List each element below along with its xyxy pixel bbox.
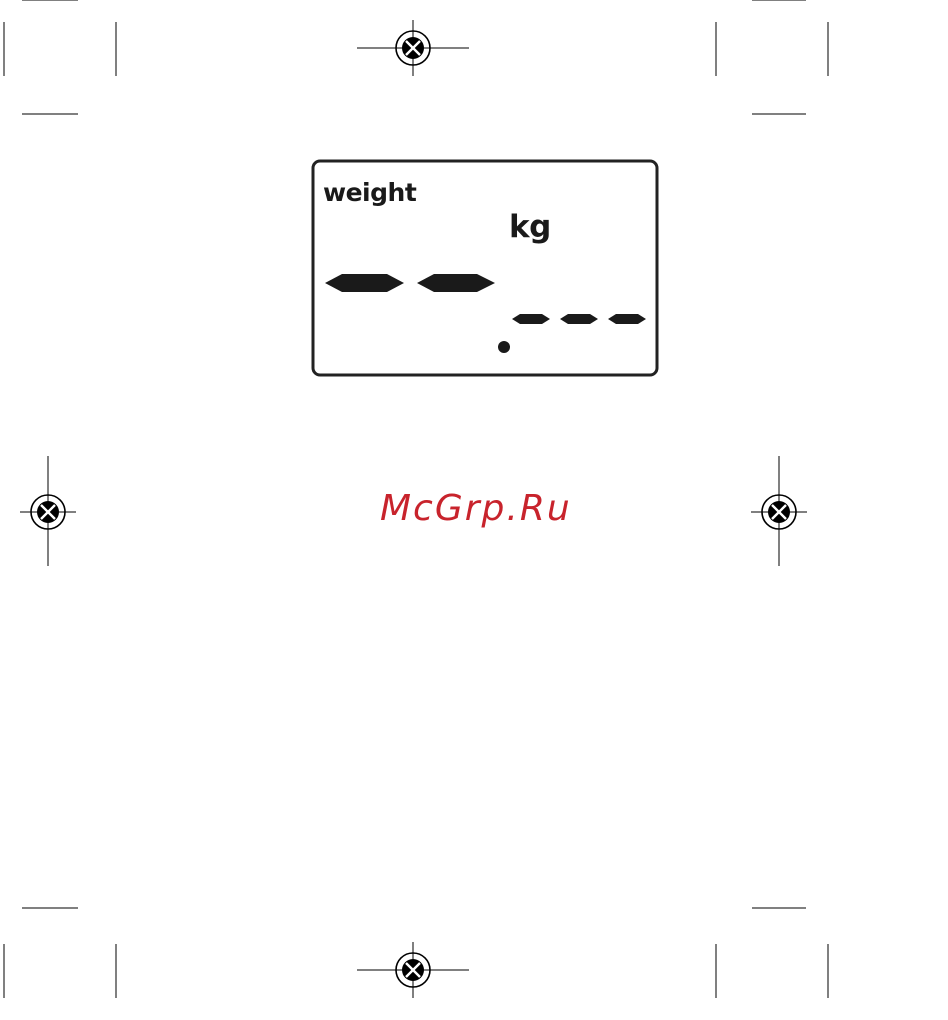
watermark-text: McGrp.Ru bbox=[380, 488, 572, 529]
lcd-dash-large-1 bbox=[325, 274, 404, 292]
lcd-dash-small-2 bbox=[560, 314, 598, 324]
lcd-dash-small-1 bbox=[512, 314, 550, 324]
unit-label: kg bbox=[509, 209, 551, 245]
weight-label: weight bbox=[323, 178, 416, 207]
lcd-dash-large-2 bbox=[417, 274, 495, 292]
decimal-point-dot-icon bbox=[498, 341, 510, 353]
lcd-dash-small-3 bbox=[608, 314, 646, 324]
